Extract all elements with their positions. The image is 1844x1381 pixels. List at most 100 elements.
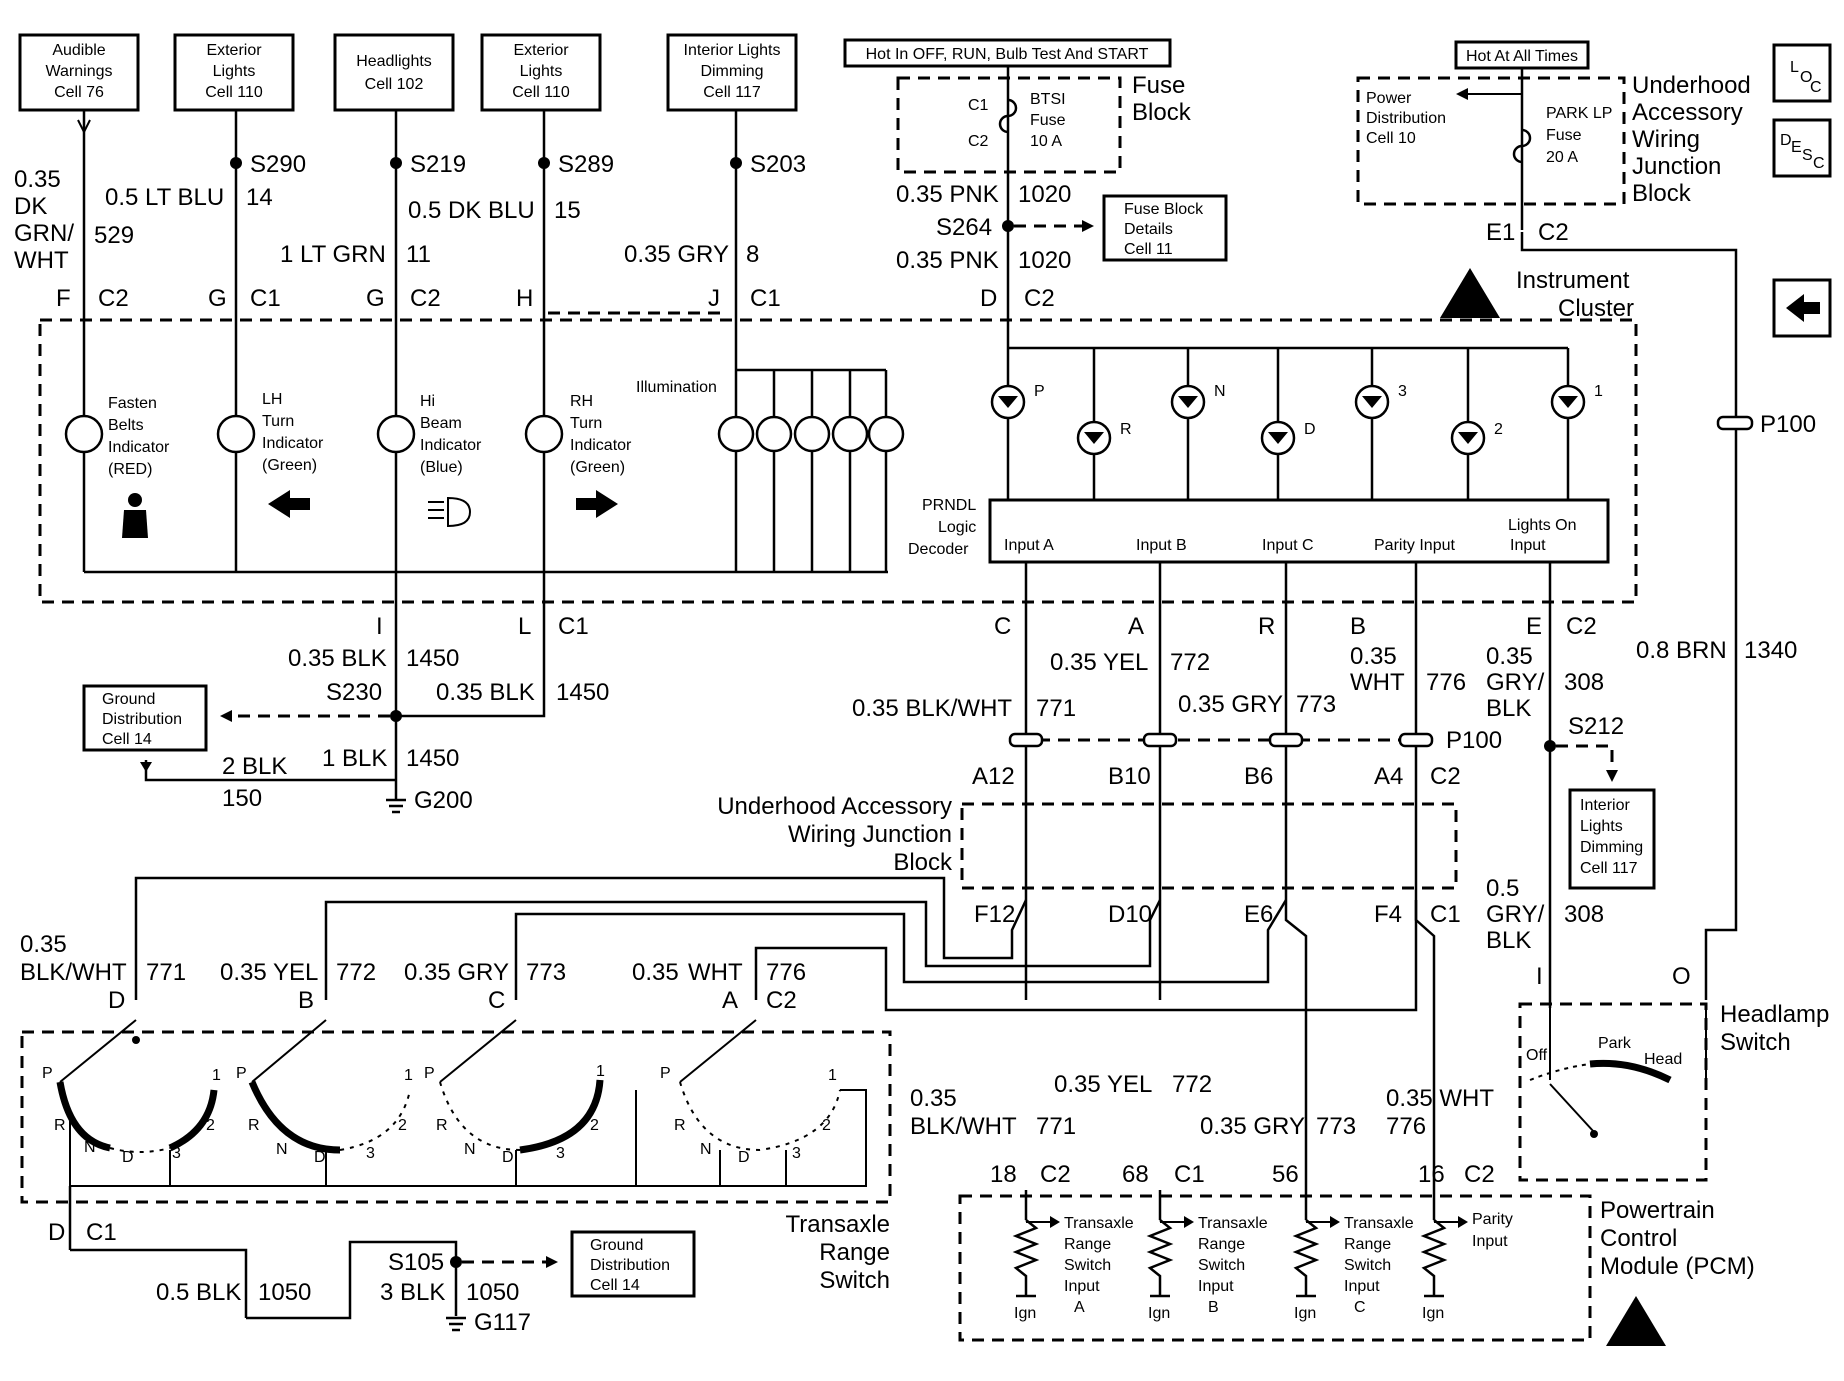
- prndl-leds: P R N D 3 2 1: [990, 300, 1603, 500]
- svg-text:Ign: Ign: [1148, 1305, 1170, 1322]
- ref-box-ground-distribution-1[interactable]: Ground Distribution Cell 14: [82, 684, 208, 752]
- svg-text:LH: LH: [262, 391, 282, 408]
- ground-g200-icon: [386, 798, 406, 814]
- svg-text:2: 2: [398, 1117, 407, 1134]
- desc-icon[interactable]: D E S C: [1772, 118, 1832, 178]
- svg-text:E6: E6: [1244, 901, 1273, 928]
- svg-text:R: R: [54, 1117, 66, 1134]
- svg-text:R: R: [248, 1117, 260, 1134]
- top-connector-labels: F C2 G C1 G C2 H J C1 D C2: [56, 285, 1055, 312]
- p100-inline-connector: P100 A12 B10 B6 A4 C2: [972, 727, 1502, 790]
- svg-text:C1: C1: [86, 1219, 117, 1246]
- svg-text:Headlamp: Headlamp: [1720, 1001, 1829, 1028]
- svg-text:1 BLK: 1 BLK: [322, 745, 387, 772]
- svg-text:Hot In OFF, RUN, Bulb Test And: Hot In OFF, RUN, Bulb Test And START: [866, 46, 1149, 63]
- ref-box-fuse-details[interactable]: Fuse Block Details Cell 11: [1102, 194, 1228, 262]
- svg-text:150: 150: [222, 785, 262, 812]
- svg-text:D: D: [122, 1149, 134, 1166]
- ref-box-audible-warnings[interactable]: Audible Warnings Cell 76: [18, 33, 140, 112]
- svg-text:Fuse Block: Fuse Block: [1124, 201, 1204, 218]
- svg-text:Switch: Switch: [1344, 1257, 1391, 1274]
- svg-text:2: 2: [1494, 421, 1503, 438]
- svg-text:773: 773: [1316, 1113, 1356, 1140]
- svg-text:Distribution: Distribution: [102, 711, 182, 728]
- svg-text:3: 3: [172, 1145, 181, 1162]
- svg-text:C2: C2: [410, 285, 441, 312]
- ref-box-interior-dimming-right[interactable]: Interior Lights Dimming Cell 117: [1568, 788, 1656, 890]
- svg-text:B10: B10: [1108, 763, 1151, 790]
- ref-box-exterior-lights-2[interactable]: Exterior Lights Cell 110: [480, 33, 602, 112]
- svg-text:C: C: [994, 613, 1011, 640]
- svg-text:Transaxle: Transaxle: [1064, 1215, 1134, 1232]
- svg-text:Indicator: Indicator: [570, 437, 632, 454]
- splice-s289: [538, 157, 550, 169]
- svg-text:Input: Input: [1064, 1278, 1100, 1295]
- svg-text:776: 776: [1426, 669, 1466, 696]
- svg-text:F: F: [56, 285, 71, 312]
- svg-text:R: R: [1120, 421, 1132, 438]
- svg-text:(Green): (Green): [262, 457, 317, 474]
- svg-text:D: D: [48, 1219, 65, 1246]
- splice-s212: [1544, 740, 1556, 752]
- svg-text:D: D: [980, 285, 997, 312]
- svg-text:1020: 1020: [1018, 247, 1071, 274]
- svg-text:0.35 YEL: 0.35 YEL: [1054, 1071, 1152, 1098]
- led-1: 1: [1550, 383, 1603, 420]
- svg-text:C1: C1: [1174, 1161, 1205, 1188]
- trs-switch-3: P R N D 3 2 1: [424, 1019, 605, 1186]
- svg-text:Hot At All Times: Hot At All Times: [1466, 48, 1578, 65]
- svg-text:O: O: [1672, 963, 1691, 990]
- svg-text:S289: S289: [558, 151, 614, 178]
- btsi-fuse-icon: [998, 98, 1018, 134]
- svg-text:S264: S264: [936, 214, 992, 241]
- svg-text:C1: C1: [1430, 901, 1461, 928]
- ref-box-interior-dimming-top[interactable]: Interior Lights Dimming Cell 117: [666, 33, 798, 112]
- svg-text:P100: P100: [1446, 727, 1502, 754]
- svg-text:G: G: [366, 285, 385, 312]
- svg-text:2: 2: [590, 1117, 599, 1134]
- svg-text:Lights: Lights: [1580, 818, 1623, 835]
- svg-text:1050: 1050: [466, 1279, 519, 1306]
- loc-icon[interactable]: L O C: [1772, 43, 1832, 103]
- indicator-lh-turn: LH Turn Indicator (Green): [216, 300, 324, 572]
- svg-text:(Green): (Green): [570, 459, 625, 476]
- svg-text:S212: S212: [1568, 713, 1624, 740]
- svg-text:0.35 BLK: 0.35 BLK: [436, 679, 535, 706]
- ref-box-headlights[interactable]: Headlights Cell 102: [333, 33, 455, 112]
- svg-text:771: 771: [146, 959, 186, 986]
- svg-text:3: 3: [792, 1145, 801, 1162]
- svg-text:Cluster: Cluster: [1558, 295, 1634, 322]
- svg-text:Turn: Turn: [262, 413, 294, 430]
- back-arrow-icon[interactable]: [1772, 278, 1832, 338]
- splice-s230: [390, 710, 402, 722]
- svg-text:P: P: [1034, 383, 1045, 400]
- svg-text:Input: Input: [1472, 1233, 1508, 1250]
- wire-8: S203 0.35 GRY 8: [624, 110, 806, 370]
- svg-text:Interior: Interior: [1580, 797, 1630, 814]
- svg-text:DK: DK: [14, 193, 47, 220]
- svg-text:C: C: [1810, 79, 1822, 96]
- splice-s203: [730, 157, 742, 169]
- svg-text:Wiring: Wiring: [1632, 126, 1700, 153]
- ref-box-ground-distribution-2[interactable]: Ground Distribution Cell 14: [570, 1230, 696, 1298]
- svg-text:Cell 110: Cell 110: [512, 84, 570, 101]
- svg-text:1020: 1020: [1018, 181, 1071, 208]
- svg-text:15: 15: [554, 197, 581, 224]
- svg-text:WHT: WHT: [688, 959, 743, 986]
- svg-text:A12: A12: [972, 763, 1015, 790]
- ref-box-exterior-lights-1[interactable]: Exterior Lights Cell 110: [173, 33, 295, 112]
- svg-text:Fuse: Fuse: [1132, 72, 1185, 99]
- pcm-input-c: Transaxle Range Switch Input C Ign: [1292, 1190, 1414, 1322]
- svg-text:Audible: Audible: [52, 42, 105, 59]
- svg-text:PRNDL: PRNDL: [922, 497, 976, 514]
- svg-text:D: D: [1304, 421, 1316, 438]
- svg-text:Underhood Accessory: Underhood Accessory: [717, 793, 952, 820]
- svg-text:A: A: [1128, 613, 1144, 640]
- svg-text:2: 2: [822, 1117, 831, 1134]
- indicator-fasten-belts: Fasten Belts Indicator (RED): [64, 300, 170, 572]
- svg-text:D: D: [314, 1149, 326, 1166]
- svg-text:D: D: [738, 1149, 750, 1166]
- svg-text:1: 1: [1594, 383, 1603, 400]
- svg-text:0.35: 0.35: [1350, 643, 1397, 670]
